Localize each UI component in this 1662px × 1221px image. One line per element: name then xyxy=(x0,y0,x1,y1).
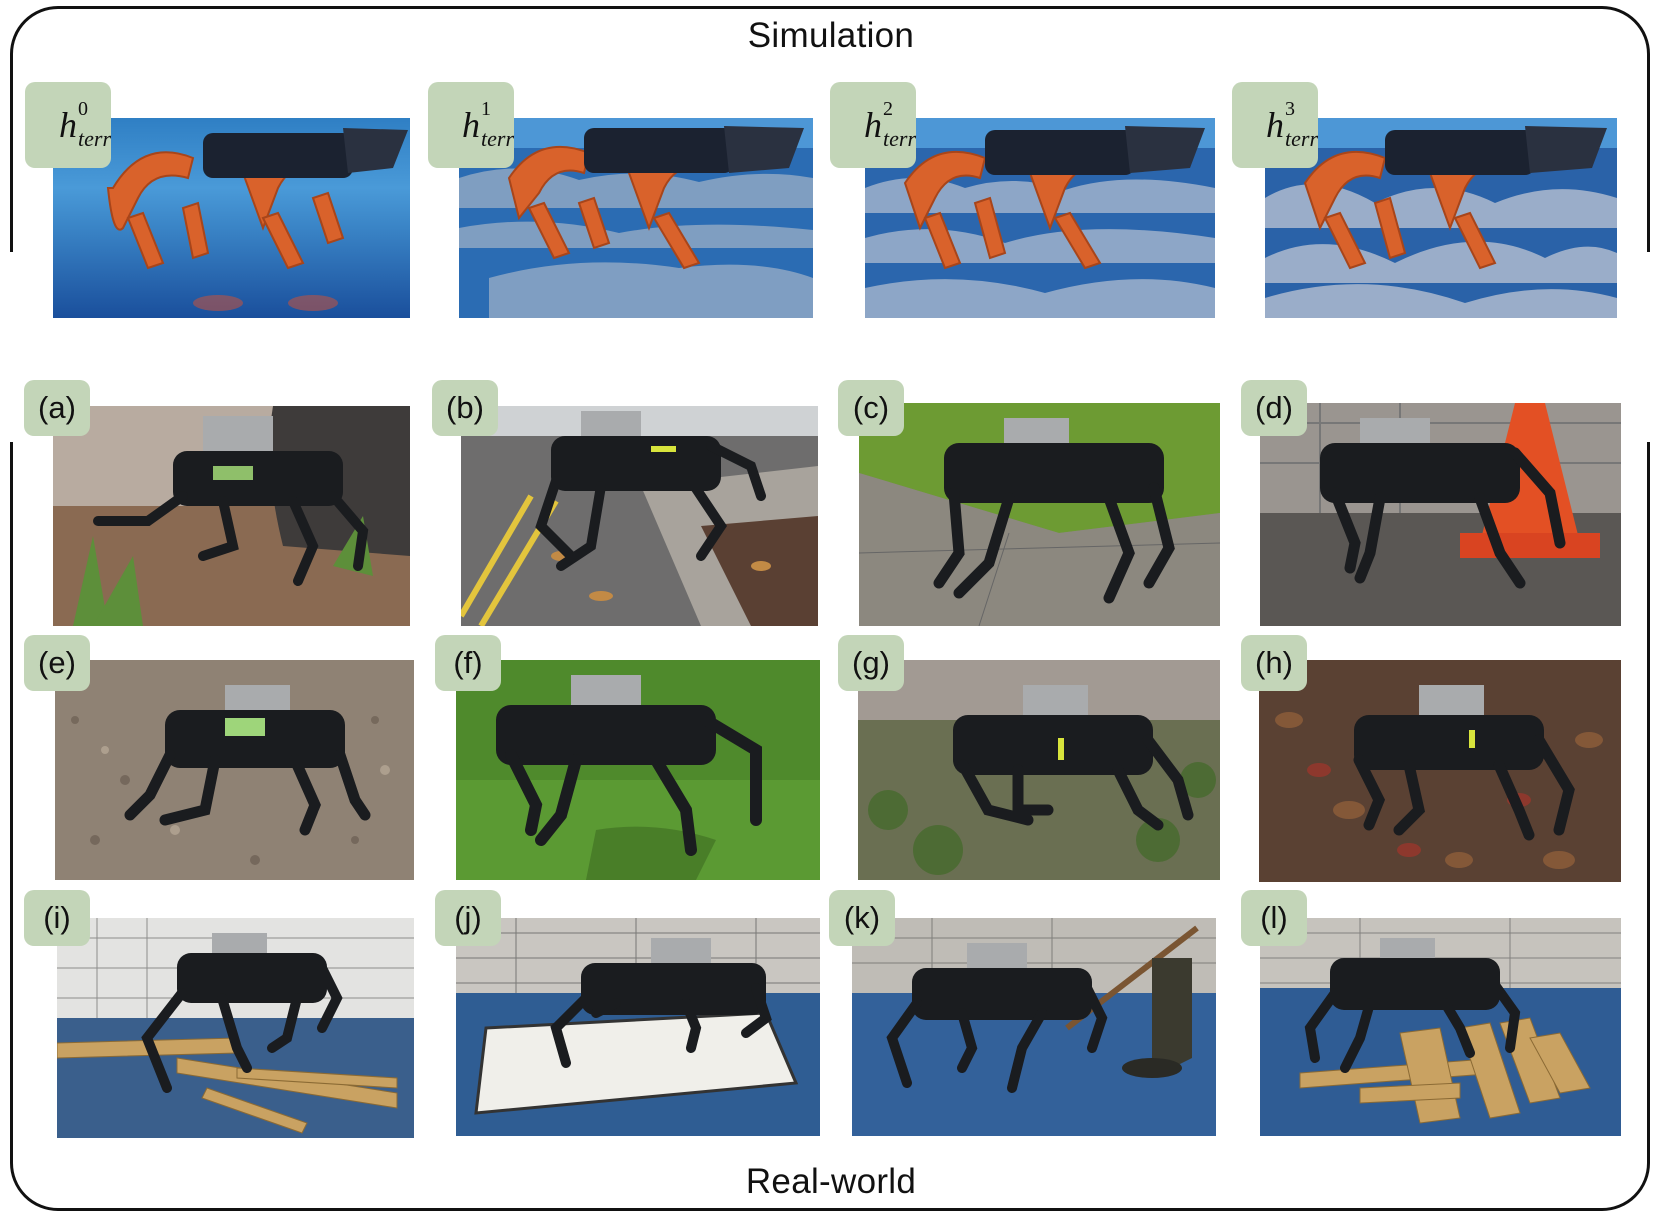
real-panel-k xyxy=(852,918,1216,1136)
sim-panel-0 xyxy=(53,118,410,318)
real-label-k: (k) xyxy=(829,890,895,946)
real-panel-e xyxy=(55,660,414,880)
real-panel-c xyxy=(859,403,1220,626)
real-label-a: (a) xyxy=(24,380,90,436)
sim-panel-1 xyxy=(459,118,813,318)
real-panel-g xyxy=(858,660,1220,880)
frame-gap-right xyxy=(1644,252,1656,442)
real-panel-f xyxy=(456,660,820,880)
real-panel-a xyxy=(53,406,410,626)
real-label-h: (h) xyxy=(1241,635,1307,691)
real-label-c: (c) xyxy=(838,380,904,436)
real-label-d: (d) xyxy=(1241,380,1307,436)
real-panel-b xyxy=(461,406,818,626)
frame-gap-left xyxy=(6,252,18,442)
sim-panel-3 xyxy=(1265,118,1617,318)
simulation-title: Simulation xyxy=(747,16,915,55)
figure-frame xyxy=(10,6,1650,1211)
realworld-title: Real-world xyxy=(745,1162,917,1201)
real-panel-i xyxy=(57,918,414,1138)
real-label-j: (j) xyxy=(435,890,501,946)
real-label-f: (f) xyxy=(435,635,501,691)
real-panel-l xyxy=(1260,918,1621,1136)
real-label-e: (e) xyxy=(24,635,90,691)
real-label-g: (g) xyxy=(838,635,904,691)
real-panel-j xyxy=(456,918,820,1136)
sim-panel-2 xyxy=(865,118,1215,318)
real-label-l: (l) xyxy=(1241,890,1307,946)
real-panel-d xyxy=(1260,403,1621,626)
real-panel-h xyxy=(1259,660,1621,882)
real-label-i: (i) xyxy=(24,890,90,946)
real-label-b: (b) xyxy=(432,380,498,436)
